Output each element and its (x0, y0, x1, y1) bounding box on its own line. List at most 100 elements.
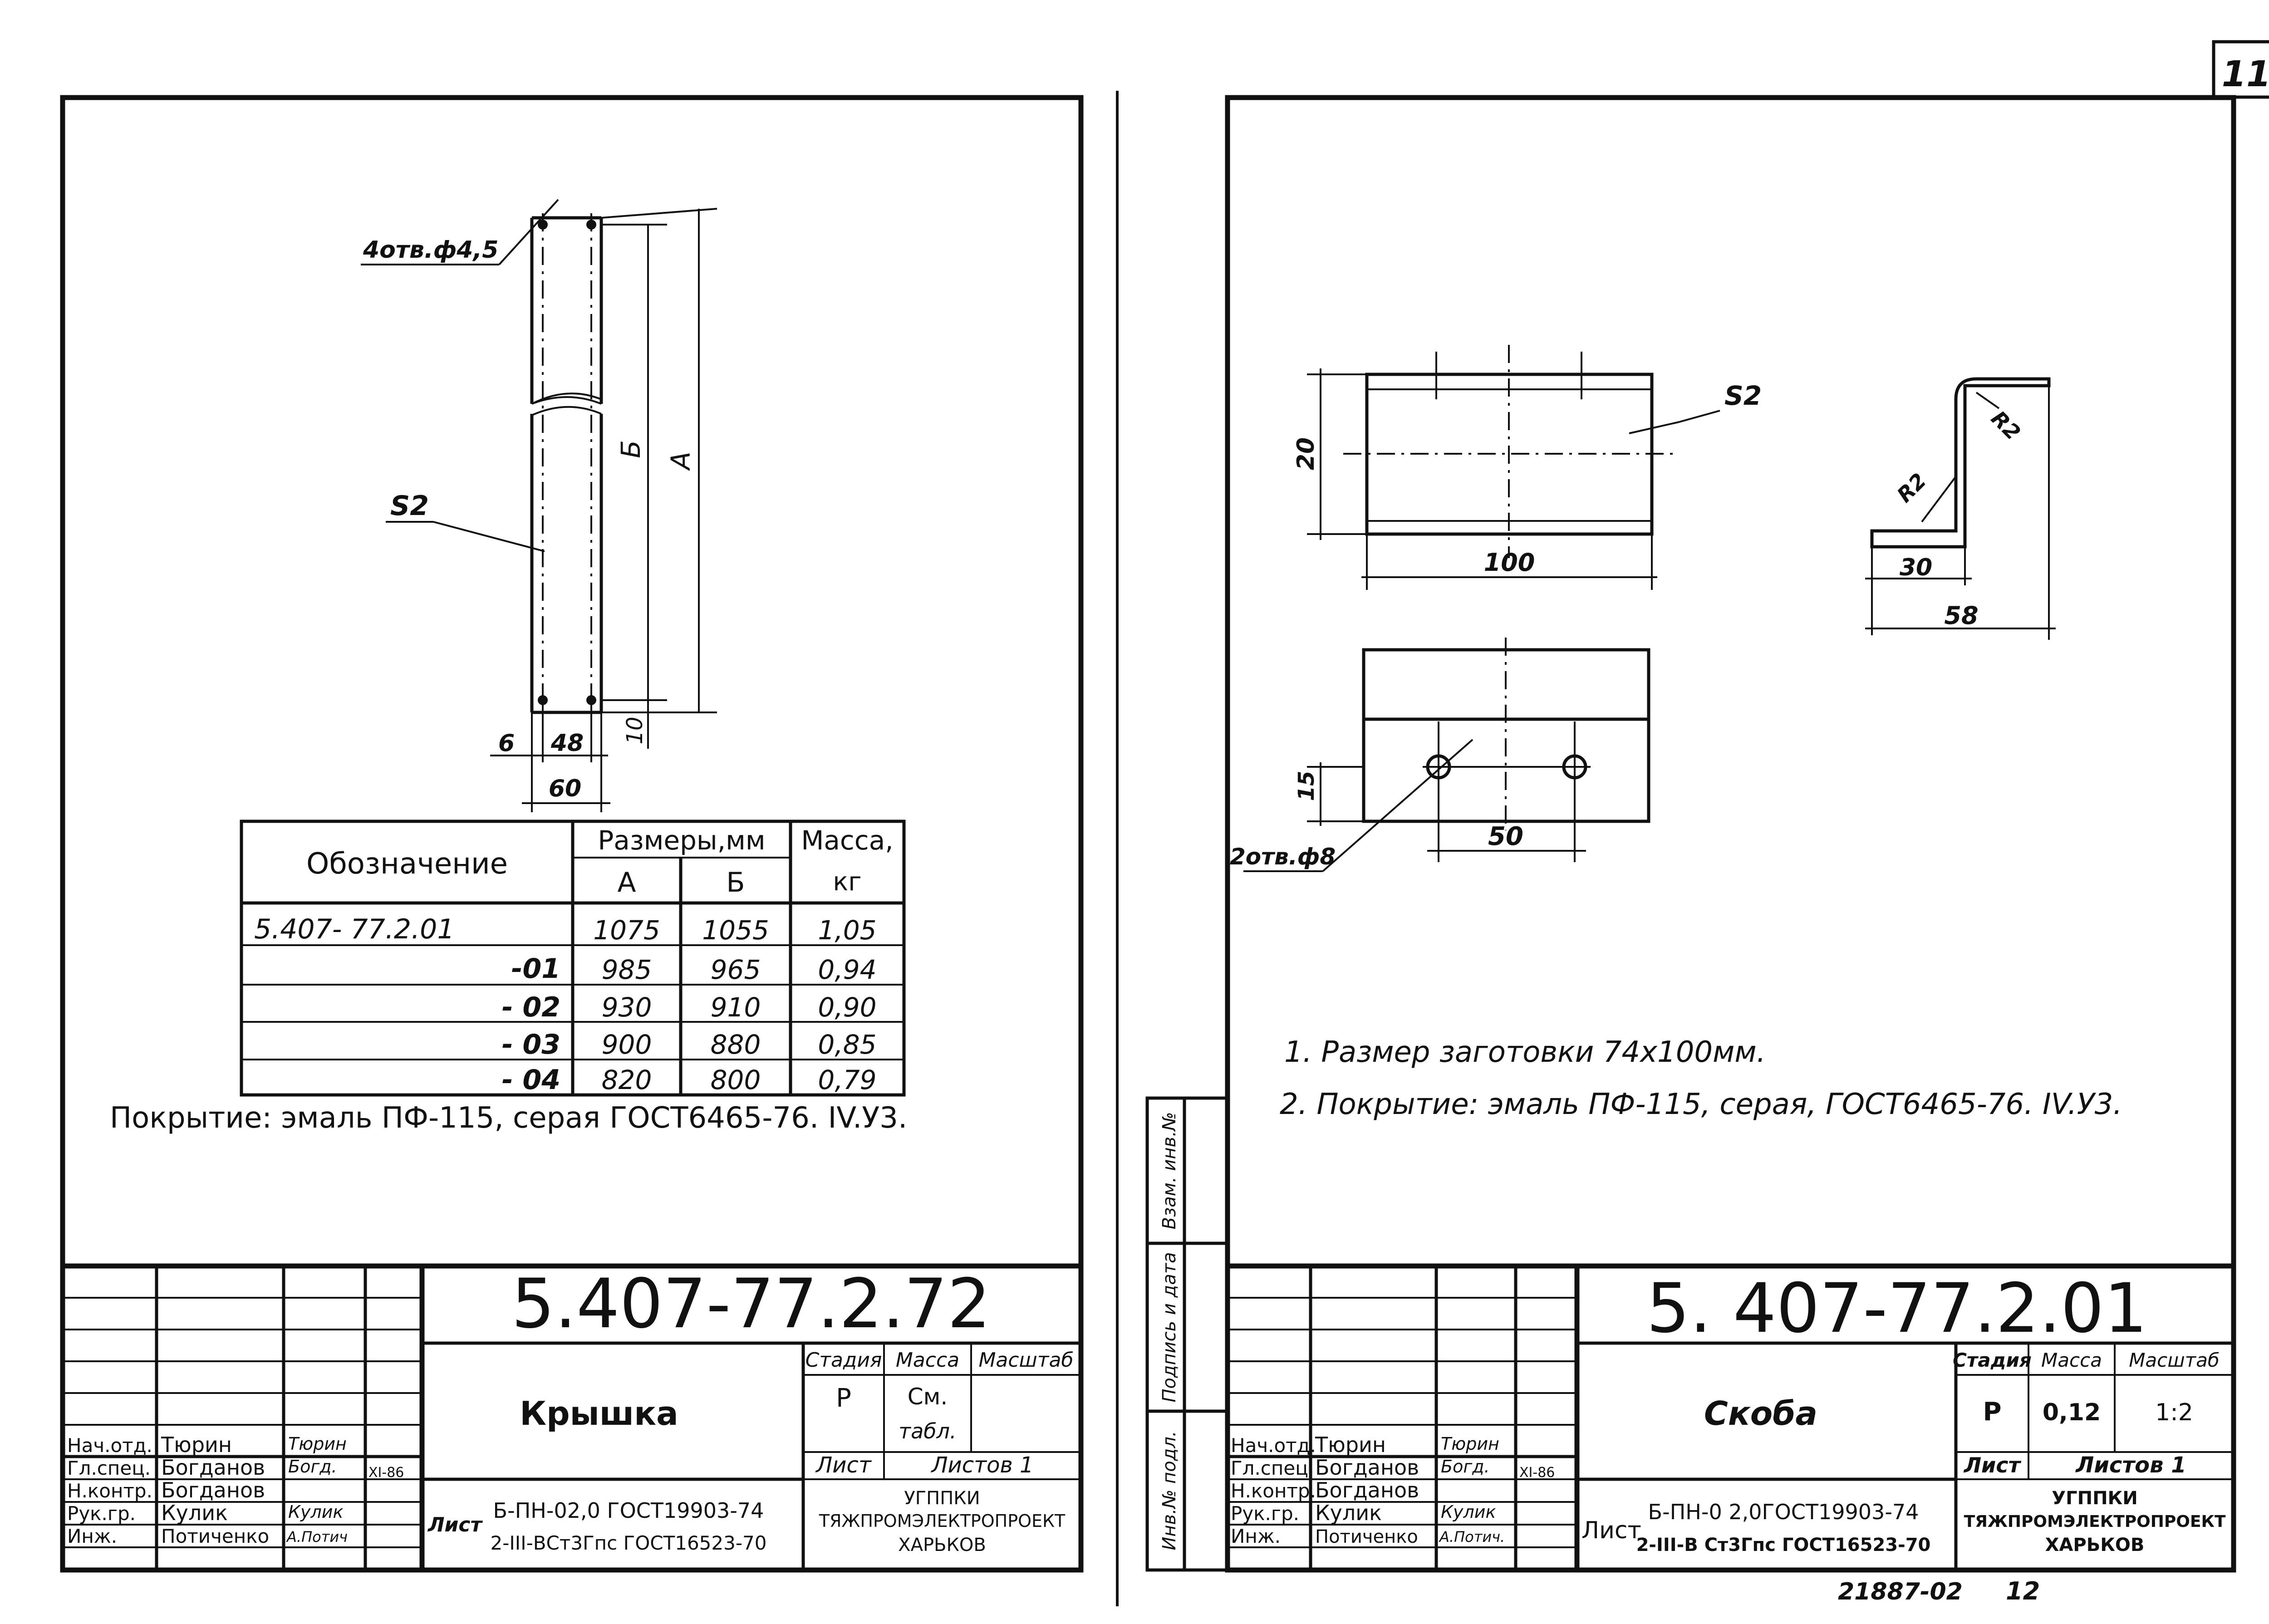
row-mass: 0,85 (818, 1029, 876, 1060)
table-col-a: А (617, 867, 636, 898)
row-a: 930 (602, 992, 652, 1023)
row-a: 1075 (593, 915, 660, 946)
right-signature: Богд. (1441, 1457, 1490, 1477)
radius-label-2: R2 (1986, 406, 2025, 445)
coating-note: Покрытие: эмаль ПФ-115, серая ГОСТ6465-7… (110, 1101, 907, 1135)
left-mass-label: Масса (896, 1349, 959, 1372)
left-material-line1: Б-ПН-02,0 ГОСТ19903-74 (493, 1498, 764, 1523)
left-org-line1: УГППКИ (904, 1488, 980, 1509)
right-sheet: 20 100 S2 R2 R2 30 58 (1145, 95, 2236, 1605)
radius-label-1: R2 (1892, 468, 1931, 507)
dim-30-label: 30 (1900, 554, 1932, 581)
right-role: Н.контр. (1231, 1480, 1316, 1502)
right-material-line2: 2-III-В Ст3Гпс ГОСТ16523-70 (1636, 1535, 1931, 1555)
left-person: Потиченко (161, 1525, 269, 1547)
right-mass-value: 0,12 (2043, 1399, 2101, 1426)
right-sheet-frame (1225, 95, 2236, 1573)
right-person: Потиченко (1315, 1526, 1418, 1547)
holes-callout: 4отв.ф4,5 (363, 236, 498, 264)
left-signature: А.Потич (286, 1528, 348, 1545)
right-signature: А.Потич. (1439, 1528, 1505, 1545)
right-person: Богданов (1315, 1478, 1419, 1502)
row-b: 800 (711, 1065, 761, 1095)
bracket-front-view (1307, 345, 1720, 590)
left-person: Тюрин (161, 1433, 232, 1457)
side-label-inv: Инв.№ подл. (1159, 1431, 1180, 1550)
right-person: Богданов (1315, 1455, 1419, 1480)
left-role: Рук.гр. (67, 1502, 136, 1525)
right-org-line2: ТЯЖПРОМЭЛЕКТРОПРОЕКТ (1964, 1512, 2226, 1531)
left-scale-label: Масштаб (978, 1349, 1073, 1372)
dim-20-label: 20 (1292, 437, 1320, 470)
right-material-prefix: Лист (1581, 1517, 1641, 1544)
left-role: Нач.отд. (67, 1434, 152, 1457)
table-header-designation: Обозначение (306, 847, 508, 881)
table-row: - 02 930 910 0,90 (502, 991, 877, 1023)
left-stage-value: Р (836, 1384, 851, 1413)
note-1: 1. Размер заготовки 74х100мм. (1284, 1035, 1766, 1069)
right-role: Инж. (1231, 1525, 1281, 1547)
left-person: Богданов (161, 1478, 265, 1502)
left-mass-value-2: табл. (899, 1419, 956, 1443)
table-row: - 04 820 800 0,79 (502, 1064, 877, 1096)
left-stage-label: Стадия (805, 1349, 882, 1372)
row-mass: 0,90 (818, 992, 876, 1023)
left-role: Н.контр. (67, 1480, 152, 1502)
table-row: - 03 900 880 0,85 (502, 1029, 877, 1060)
right-org-line3: ХАРЬКОВ (2045, 1535, 2145, 1555)
row-a: 900 (602, 1029, 652, 1060)
right-part-name: Скоба (1704, 1394, 1817, 1433)
table-row: -01 985 965 0,94 (511, 953, 877, 985)
left-part-name: Крышка (520, 1394, 678, 1433)
left-signature: Тюрин (288, 1434, 347, 1454)
right-thickness-callout: S2 (1724, 380, 1762, 411)
row-mass: 0,94 (818, 954, 876, 985)
dim-60-label: 60 (549, 775, 581, 802)
right-signature: Тюрин (1441, 1434, 1499, 1454)
variants-table (240, 819, 906, 1097)
row-b: 965 (711, 954, 761, 985)
dim-50-label: 50 (1488, 822, 1523, 851)
right-person: Кулик (1315, 1501, 1382, 1525)
right-signature: Кулик (1441, 1502, 1496, 1522)
left-org-line3: ХАРЬКОВ (898, 1535, 986, 1555)
row-mass: 0,79 (818, 1065, 876, 1095)
row-designation: - 04 (502, 1064, 560, 1096)
left-doc-number: 5.407-77.2.72 (511, 1265, 991, 1344)
table-header-sizes: Размеры,мм (598, 825, 765, 856)
row-b: 1055 (702, 915, 769, 946)
left-person: Кулик (161, 1501, 228, 1525)
page-number-box (2212, 40, 2269, 99)
dim-a-label: А (665, 451, 696, 471)
dim-58-label: 58 (1944, 601, 1978, 630)
left-date: XI-86 (368, 1465, 404, 1481)
row-designation: -01 (511, 953, 560, 985)
dim-b-label: Б (615, 440, 646, 458)
row-b: 880 (711, 1029, 761, 1060)
table-row: 5.407- 77.2.01 1075 1055 1,05 (254, 913, 877, 946)
row-designation: - 02 (502, 991, 560, 1023)
dim-100-label: 100 (1484, 548, 1535, 577)
left-material-prefix: Лист (427, 1513, 483, 1536)
right-mass-label: Масса (2041, 1349, 2102, 1371)
left-signature: Богд. (288, 1457, 337, 1477)
left-sheet-frame (60, 95, 1084, 1573)
row-a: 985 (602, 954, 652, 985)
row-designation: - 03 (502, 1029, 560, 1060)
side-label-replace: Взам. инв.№ (1159, 1112, 1180, 1230)
left-role: Инж. (67, 1525, 117, 1547)
left-role: Гл.спец. (67, 1457, 151, 1479)
right-org-line1: УГППКИ (2052, 1488, 2137, 1509)
footer-page: 12 (2006, 1577, 2040, 1605)
dim-48-label: 48 (550, 730, 584, 757)
dim-10-label: 10 (622, 716, 648, 744)
left-sheet: 4отв.ф4,5 S2 Б А 6 48 10 60 Обозначение … (60, 95, 1084, 1573)
side-label-sign: Подпись и дата (1159, 1252, 1180, 1402)
table-header-mass: Масса, (801, 825, 893, 856)
right-scale-value: 1:2 (2155, 1399, 2193, 1426)
left-org-line2: ТЯЖПРОМЭЛЕКТРОПРОЕКТ (819, 1511, 1066, 1531)
right-role: Нач.отд. (1231, 1434, 1316, 1457)
table-header-mass-unit: кг (833, 867, 861, 897)
cover-part-drawing (361, 199, 717, 812)
right-material-line1: Б-ПН-0 2,0ГОСТ19903-74 (1648, 1500, 1919, 1524)
